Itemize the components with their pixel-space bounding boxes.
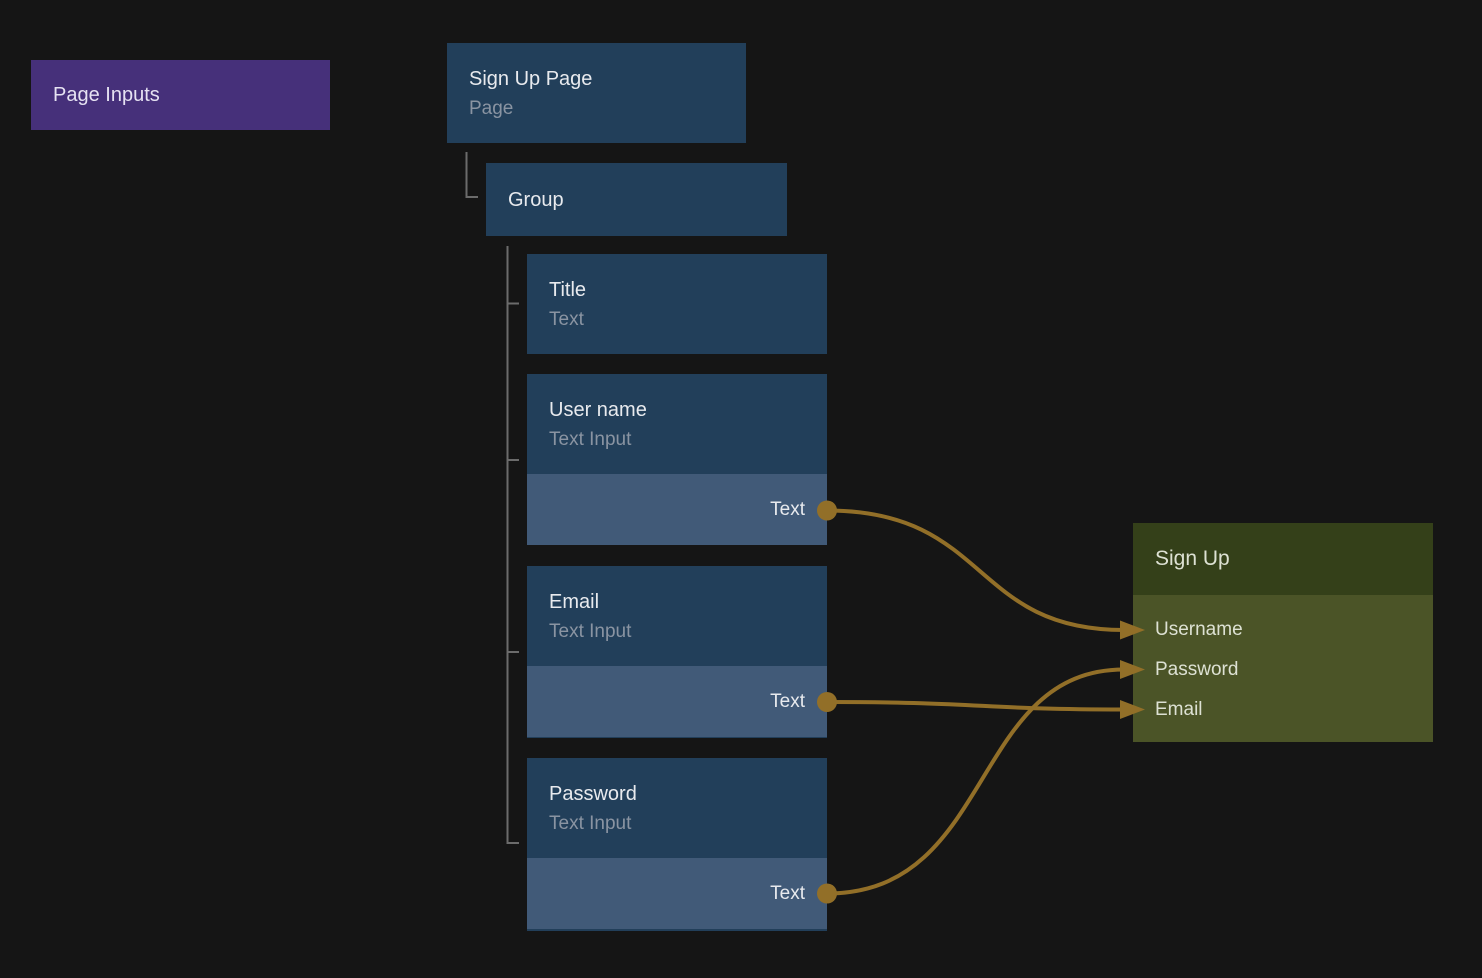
- port-row-username-text[interactable]: Text: [527, 474, 827, 545]
- node-email-input[interactable]: Email Text Input Text: [527, 566, 827, 738]
- signup-field-password[interactable]: Password: [1155, 659, 1239, 680]
- connection-curve-email[interactable]: [826, 700, 1125, 712]
- port-row-password-text[interactable]: Text: [527, 858, 827, 929]
- signup-panel-body: Username Password Email: [1133, 595, 1433, 742]
- page-inputs-chip[interactable]: Page Inputs: [31, 60, 330, 130]
- connection-curve-username[interactable]: [826, 508, 1125, 632]
- signup-panel[interactable]: Sign Up Username Password Email: [1133, 523, 1433, 742]
- node-title: Password: [549, 782, 637, 805]
- node-subtitle: Text Input: [549, 620, 632, 642]
- signup-panel-title: Sign Up: [1155, 547, 1230, 570]
- tree-connector-root-group: [465, 152, 478, 198]
- signup-panel-header: Sign Up: [1133, 523, 1433, 595]
- node-title-text[interactable]: Title Text: [527, 254, 827, 354]
- node-password-input[interactable]: Password Text Input Text: [527, 758, 827, 931]
- node-title: Group: [508, 188, 564, 211]
- node-title: Email: [549, 590, 600, 613]
- page-inputs-label: Page Inputs: [53, 83, 160, 106]
- node-subtitle: Page: [469, 97, 514, 119]
- node-title: Title: [549, 278, 587, 301]
- node-subtitle: Text: [549, 308, 584, 330]
- port-label: Text: [770, 690, 805, 712]
- signup-field-username[interactable]: Username: [1155, 619, 1243, 640]
- port-row-email-text[interactable]: Text: [527, 666, 827, 737]
- node-subtitle: Text Input: [549, 428, 632, 450]
- node-title: Sign Up Page: [469, 67, 593, 90]
- signup-field-email[interactable]: Email: [1155, 699, 1203, 720]
- tree-connector-group-children: [506, 246, 519, 844]
- node-subtitle: Text Input: [549, 812, 632, 834]
- node-user-name-input[interactable]: User name Text Input Text: [527, 374, 827, 545]
- node-group[interactable]: Group: [486, 163, 787, 236]
- port-label: Text: [770, 882, 805, 904]
- connection-curve-password[interactable]: [826, 667, 1125, 896]
- port-label: Text: [770, 498, 805, 520]
- node-sign-up-page[interactable]: Sign Up Page Page: [447, 43, 746, 143]
- node-title: User name: [549, 398, 647, 421]
